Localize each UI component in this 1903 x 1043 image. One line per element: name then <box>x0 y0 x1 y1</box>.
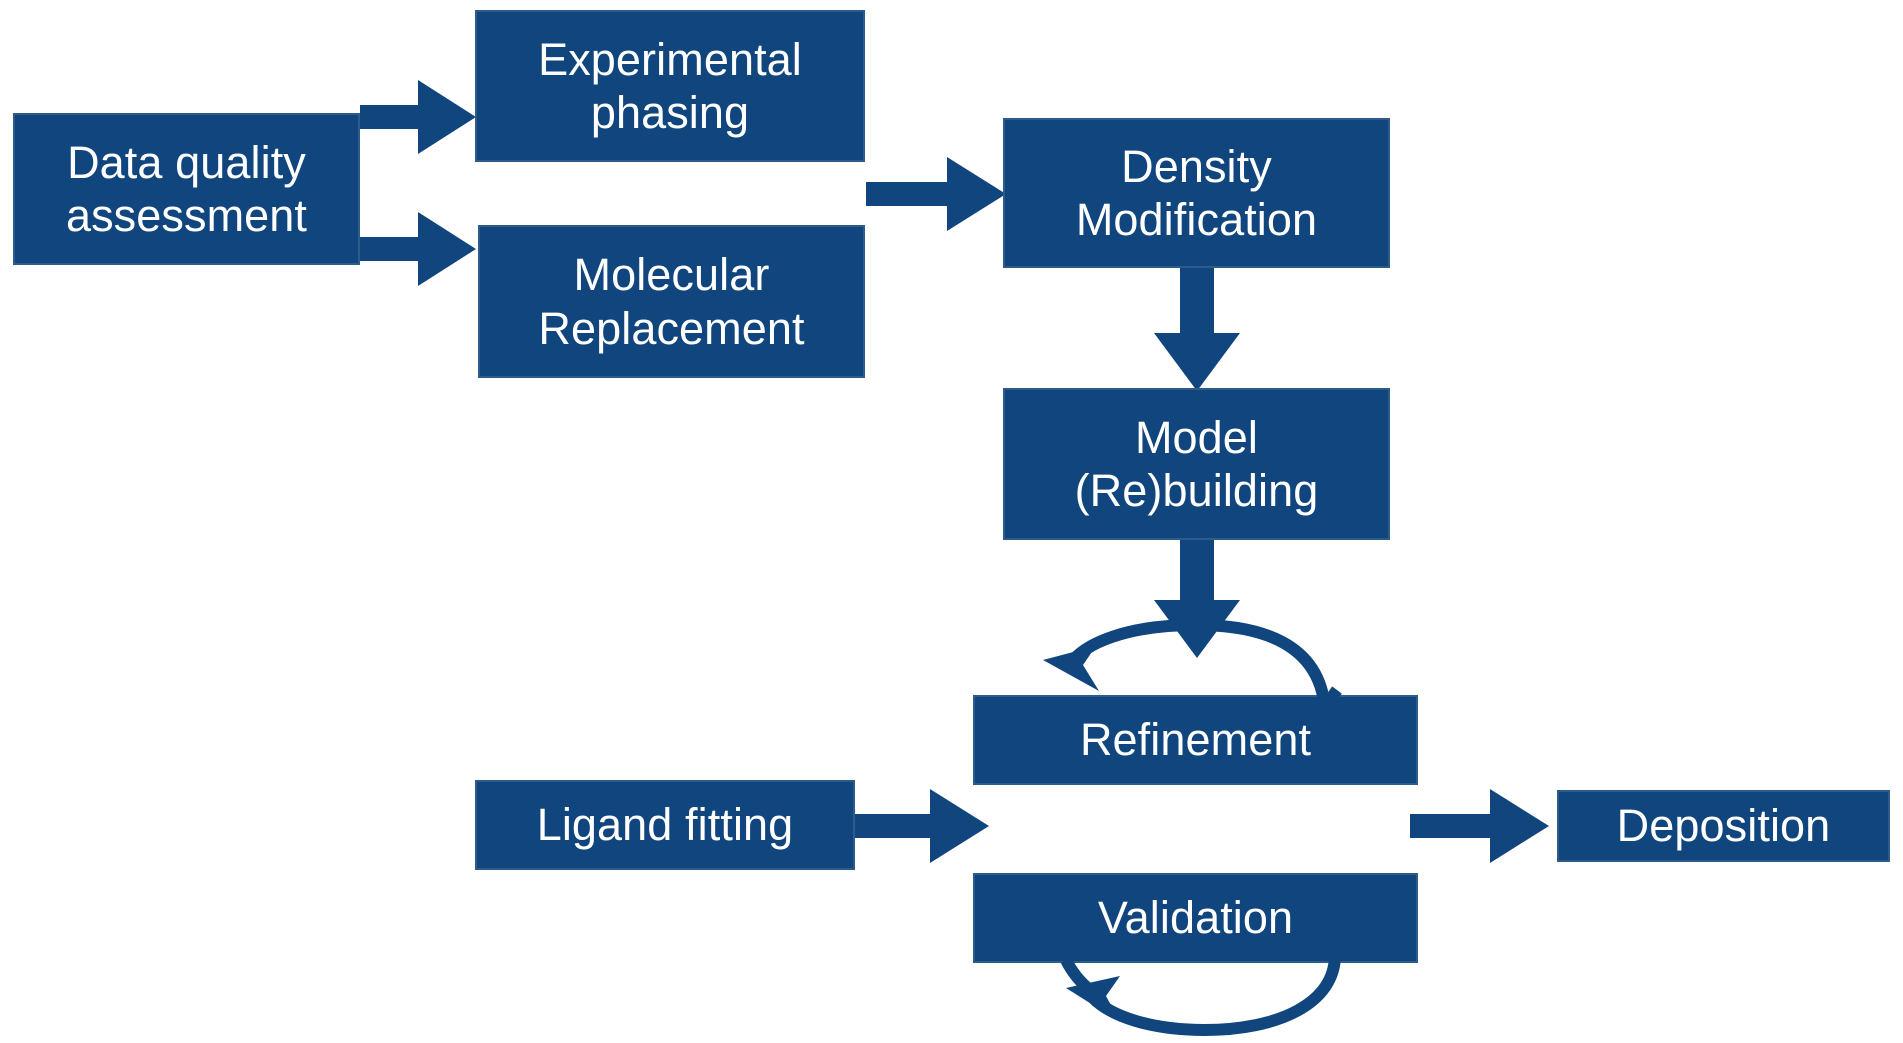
node-deposition[interactable]: Deposition <box>1557 790 1890 862</box>
arrow-phasing-to-density-modification <box>866 157 1006 231</box>
arrow-model-rebuilding-to-refinement <box>1154 539 1240 658</box>
node-data-quality-assessment[interactable]: Data quality assessment <box>13 113 360 265</box>
arrow-data-quality-to-exp-phasing <box>360 80 476 154</box>
node-model-rebuilding[interactable]: Model (Re)building <box>1003 388 1390 540</box>
arrow-validation-to-deposition <box>1410 789 1549 863</box>
node-density-modification[interactable]: Density Modification <box>1003 118 1390 268</box>
cycle-arrow-lower <box>1060 951 1342 1037</box>
node-ligand-fitting[interactable]: Ligand fitting <box>475 780 855 870</box>
arrow-data-quality-to-mol-replacement <box>360 212 476 286</box>
node-refinement[interactable]: Refinement <box>973 695 1418 785</box>
arrow-ligand-fitting-to-refinement <box>855 789 989 863</box>
arrow-density-modification-to-model-rebuilding <box>1154 267 1240 391</box>
node-experimental-phasing[interactable]: Experimental phasing <box>475 10 865 162</box>
node-molecular-replacement[interactable]: Molecular Replacement <box>478 225 865 378</box>
node-validation[interactable]: Validation <box>973 873 1418 963</box>
